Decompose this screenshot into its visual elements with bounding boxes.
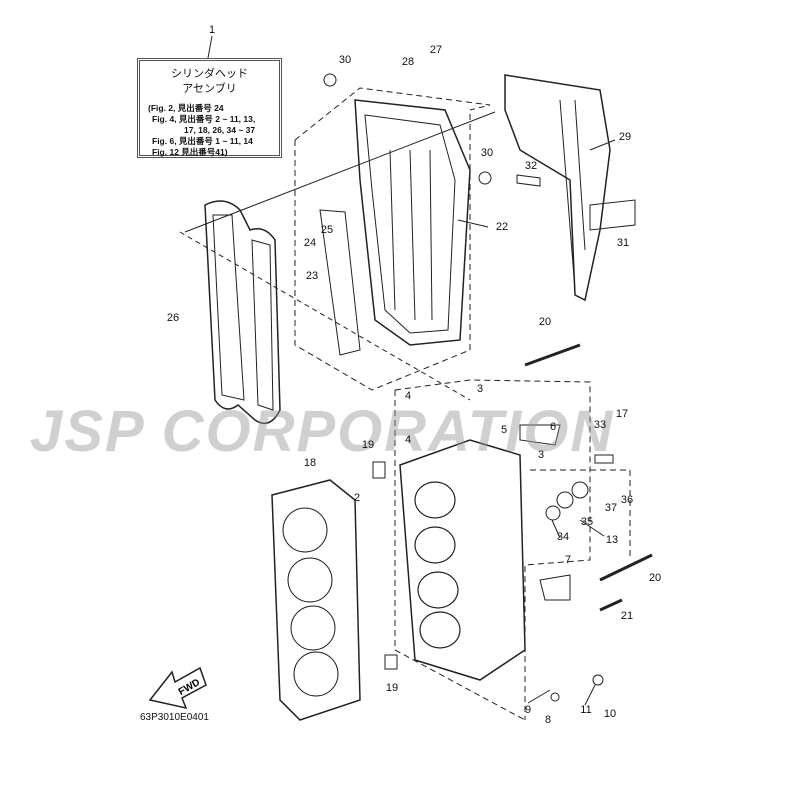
assembly-title-line1: シリンダヘッド (171, 68, 248, 80)
callout-number: 9 (524, 704, 532, 716)
callout-number: 35 (580, 516, 594, 528)
callout-number: 19 (385, 682, 399, 694)
callout-number: 19 (361, 439, 375, 451)
callout-number: 31 (616, 237, 630, 249)
callout-number: 23 (305, 270, 319, 282)
assembly-references: (Fig. 2, 見出番号 24 Fig. 4, 見出番号 2 ~ 11, 13… (140, 103, 279, 158)
callout-number: 4 (404, 434, 412, 446)
reference-line: Fig. 12 見出番号41) (152, 147, 228, 157)
callout-number: 21 (620, 610, 634, 622)
callout-number: 30 (338, 54, 352, 66)
callout-number: 1 (208, 24, 216, 36)
callout-number: 6 (549, 421, 557, 433)
callout-number: 10 (603, 708, 617, 720)
callout-number: 2 (353, 492, 361, 504)
callout-number: 13 (605, 534, 619, 546)
watermark: JSP CORPORATION (30, 399, 615, 464)
callout-number: 29 (618, 131, 632, 143)
callout-number: 11 (580, 704, 592, 716)
diagram-code: 63P3010E0401 (140, 712, 209, 723)
callout-number: 32 (524, 160, 538, 172)
callout-number: 28 (401, 56, 415, 68)
callout-number: 8 (544, 714, 552, 726)
callout-number: 3 (537, 449, 545, 461)
callout-number: 18 (303, 457, 317, 469)
callout-number: 7 (564, 554, 572, 566)
reference-line: (Fig. 2, 見出番号 24 (148, 103, 224, 113)
callout-number: 24 (303, 237, 317, 249)
callout-number: 20 (538, 316, 552, 328)
callout-number: 36 (620, 494, 634, 506)
callout-number: 27 (429, 44, 443, 56)
callout-number: 33 (593, 419, 607, 431)
callout-number: 25 (320, 224, 334, 236)
reference-line: Fig. 6, 見出番号 1 ~ 11, 14 (152, 136, 253, 146)
assembly-info-box: シリンダヘッド アセンブリ (Fig. 2, 見出番号 24 Fig. 4, 見… (137, 58, 282, 158)
callout-number: 30 (480, 147, 494, 159)
assembly-title-line2: アセンブリ (182, 83, 237, 95)
callout-number: 20 (648, 572, 662, 584)
callout-number: 34 (556, 531, 570, 543)
callout-number: 26 (166, 312, 180, 324)
reference-line: Fig. 4, 見出番号 2 ~ 11, 13, (152, 114, 256, 124)
callout-number: 5 (500, 424, 508, 436)
callout-number: 22 (495, 221, 509, 233)
callout-number: 3 (476, 383, 484, 395)
callout-number: 17 (615, 408, 629, 420)
reference-line: 17, 18, 26, 34 ~ 37 (184, 125, 256, 135)
callout-number: 37 (604, 502, 618, 514)
callout-number: 4 (404, 390, 412, 402)
